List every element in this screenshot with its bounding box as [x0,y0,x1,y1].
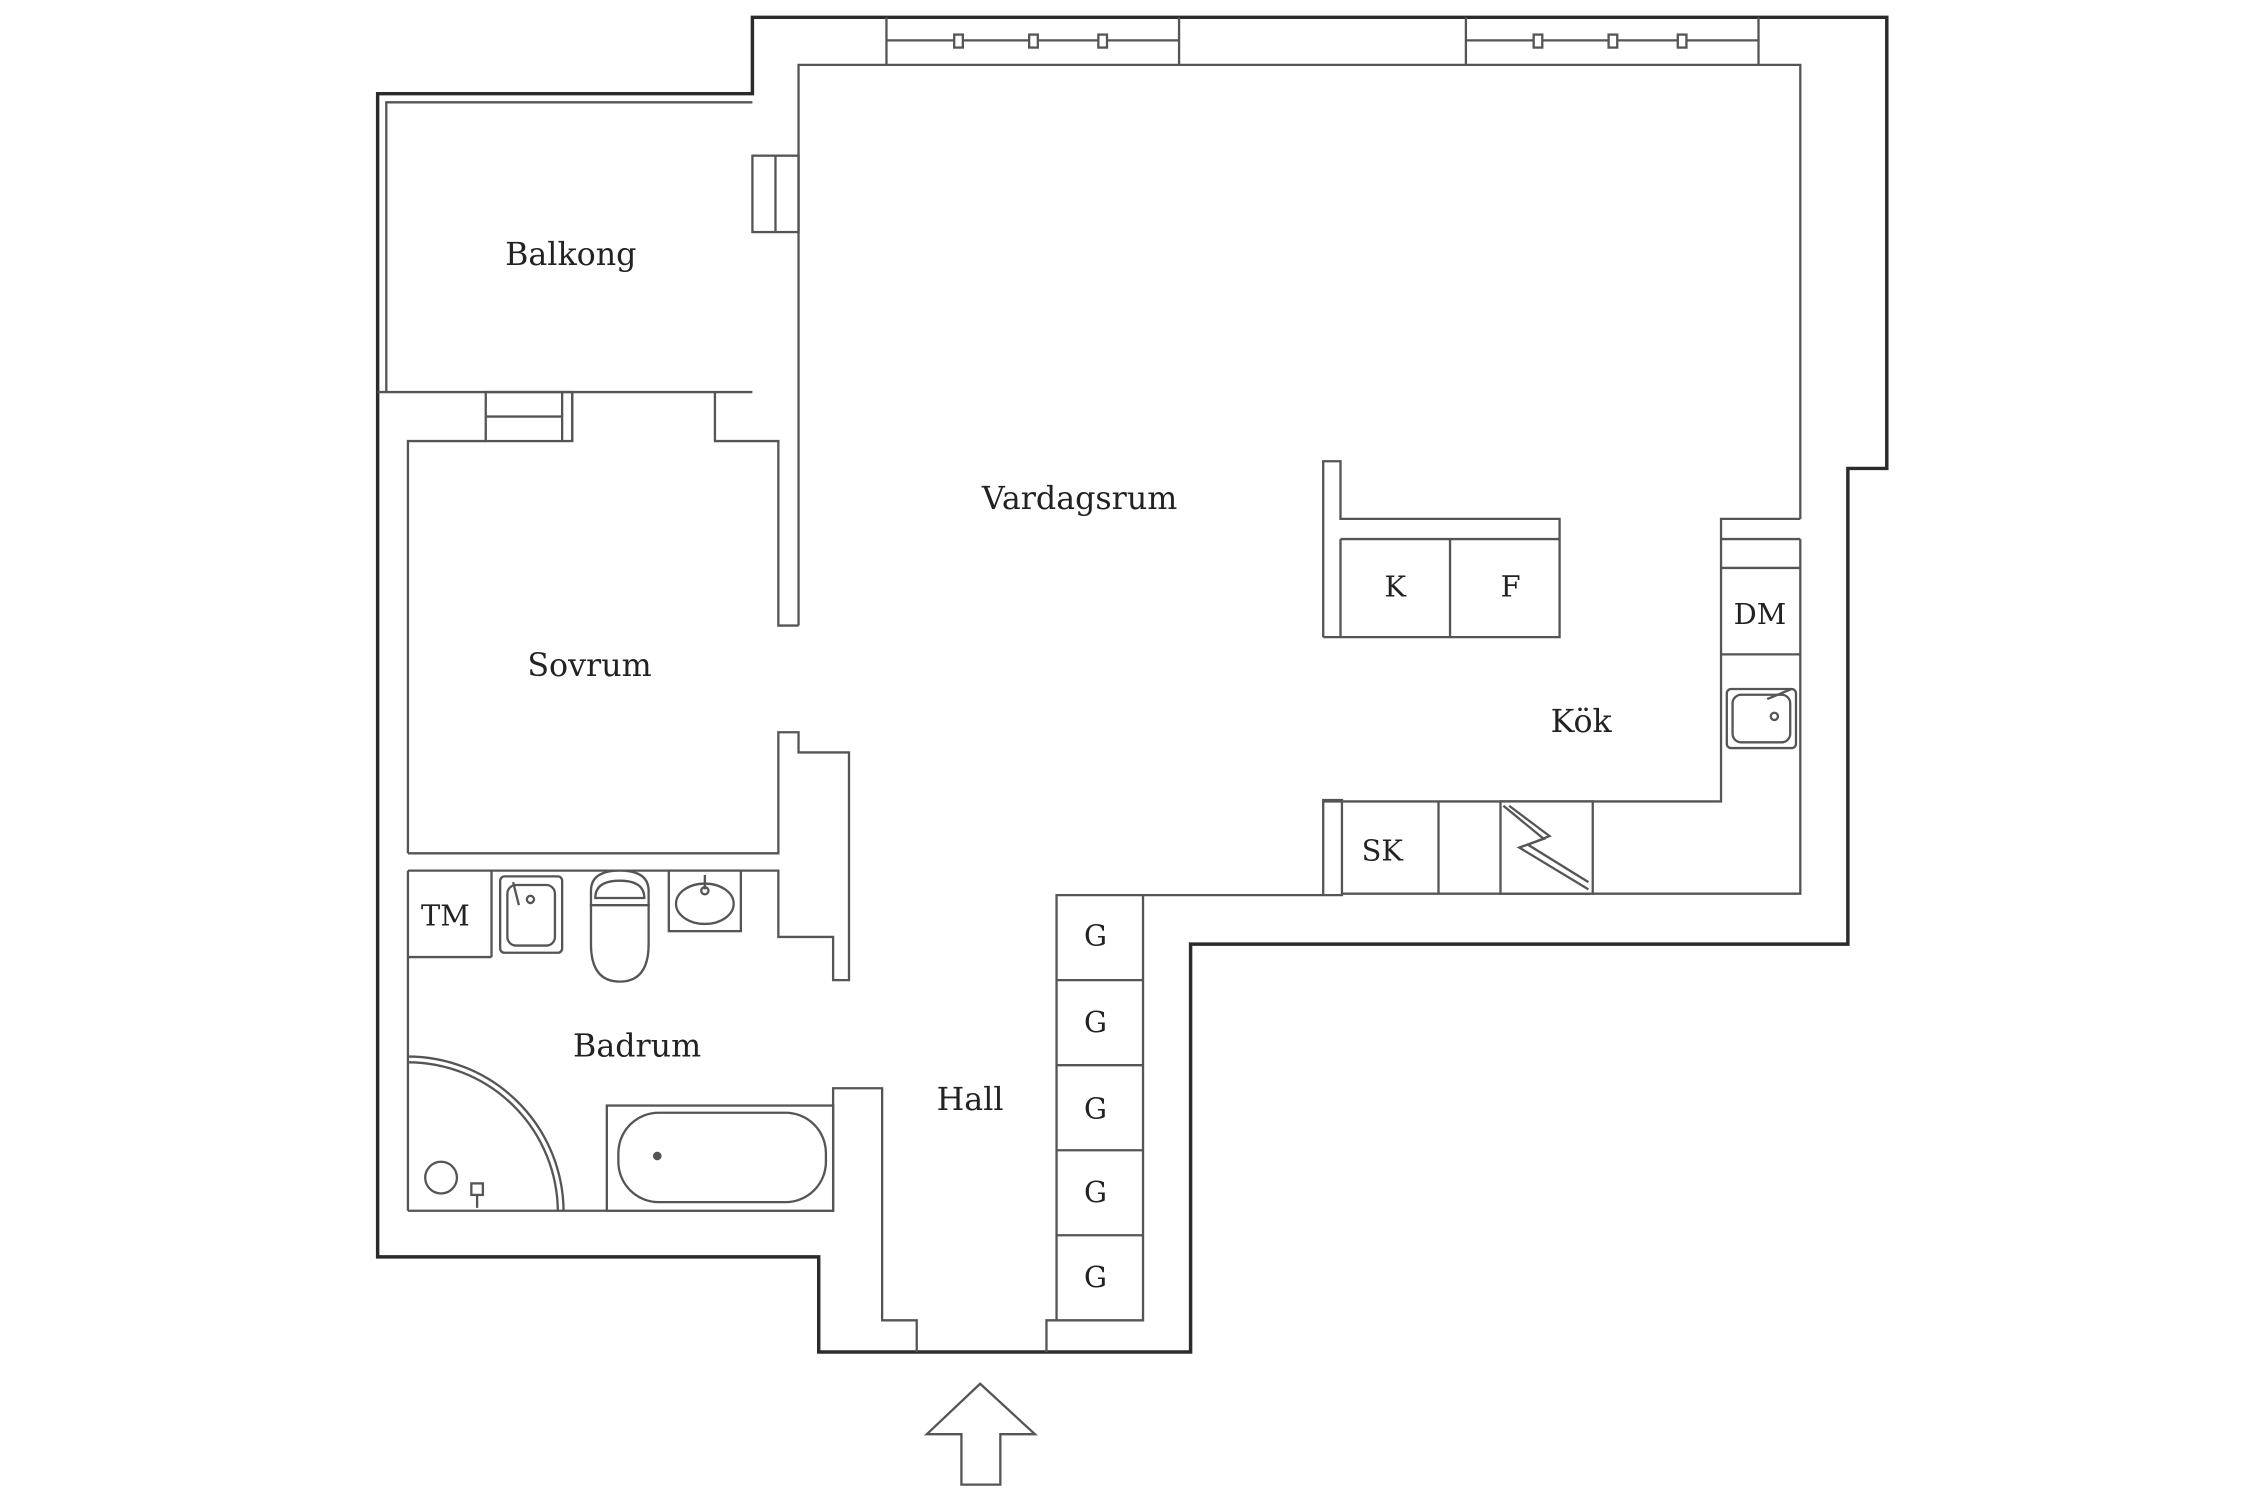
room-label-kok: Kök [1551,704,1613,740]
fixture-label-k: K [1385,570,1407,604]
room-label-balkong: Balkong [505,237,636,273]
kitchen-island [1322,460,1561,639]
balcony-door [484,154,800,443]
bedroom-wall-lower [407,731,851,982]
wardrobe-label: G [1084,919,1107,953]
inner-wall-kitchen [1341,539,1802,895]
window-left [885,17,1181,65]
outer-wall [375,15,1889,1354]
window-right [1464,17,1760,65]
balcony-outline [385,101,753,393]
room-label-sovrum: Sovrum [527,648,651,684]
wardrobe-label: G [1084,1005,1107,1039]
wardrobe-label: G [1084,1175,1107,1209]
utility-sink [499,875,564,954]
wardrobe-label: G [1084,1092,1107,1126]
fixture-label-dm: DM [1734,597,1787,631]
fixture-label-sk: SK [1362,834,1404,868]
wash-basin-icon [667,869,743,933]
room-label-hall: Hall [937,1082,1004,1118]
room-label-vardagsrum: Vardagsrum [981,481,1177,517]
kitchen-sink-icon [1725,687,1798,750]
room-label-badrum: Badrum [573,1029,701,1065]
toilet-icon [589,869,650,983]
inner-wall [797,63,1802,626]
shower-icon [407,1055,565,1211]
wardrobe-label: G [1084,1260,1107,1294]
stove-icon [1499,800,1594,895]
entrance-arrow-icon [923,1382,1038,1486]
fixture-label-tm: TM [421,898,470,932]
fixture-label-f: F [1501,570,1521,604]
bathtub-icon [605,1104,835,1212]
bedroom-wall [406,439,486,854]
hall-wall [1045,798,1344,1353]
